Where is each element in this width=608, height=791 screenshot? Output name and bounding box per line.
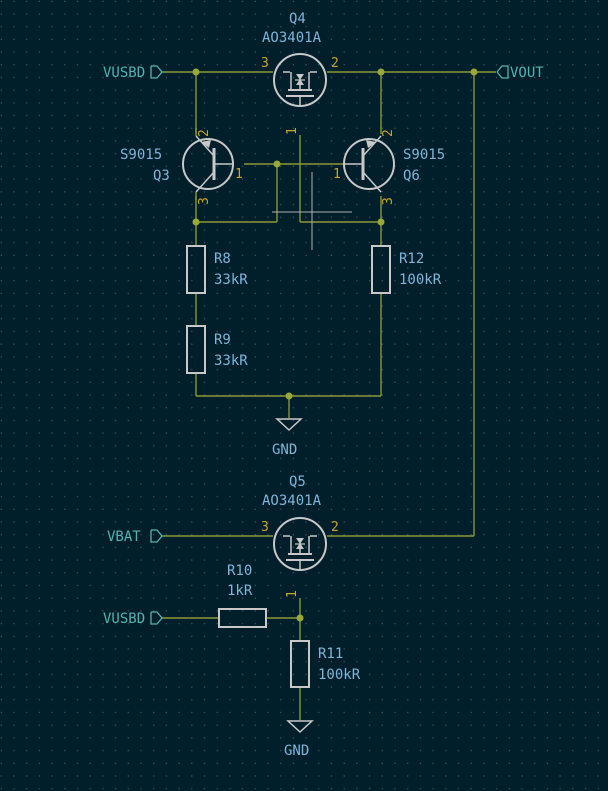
- q3-reference: Q3: [153, 168, 170, 184]
- q4-reference: Q4: [289, 11, 306, 27]
- pin-number: 3: [381, 197, 396, 205]
- pin-number: 3: [197, 197, 212, 205]
- q6-value: S9015: [403, 147, 445, 163]
- net-label-vusbd: VUSBD: [103, 611, 145, 627]
- mosfet-q4[interactable]: Q4 AO3401A 3 2 1: [261, 11, 339, 135]
- gnd-label: GND: [284, 743, 309, 759]
- q3-value: S9015: [120, 147, 162, 163]
- junction-dot: [377, 218, 385, 226]
- resistor-r12[interactable]: R12 100kR: [371, 245, 442, 294]
- junction-dot: [377, 68, 385, 76]
- net-label-vout: VOUT: [510, 65, 544, 81]
- pin-number: 2: [331, 520, 339, 535]
- junction-dot: [285, 392, 293, 400]
- pin-number: 1: [235, 167, 243, 182]
- pin-number: 2: [331, 56, 339, 71]
- transistor-q6[interactable]: S9015 Q6 2 1 3: [333, 129, 445, 205]
- gnd-label: GND: [272, 442, 297, 458]
- resistor-r10[interactable]: R10 1kR: [218, 563, 267, 628]
- gnd-symbol-bottom[interactable]: GND: [284, 720, 314, 759]
- port-vbat[interactable]: VBAT: [107, 529, 163, 545]
- r8-value: 33kR: [214, 272, 248, 288]
- r12-value: 100kR: [399, 272, 442, 288]
- junction-dot: [296, 614, 304, 622]
- wires: [161, 71, 496, 720]
- net-label-vusbd: VUSBD: [103, 65, 145, 81]
- q4-value: AO3401A: [262, 30, 322, 46]
- q6-reference: Q6: [403, 168, 420, 184]
- pin-number: 2: [381, 129, 396, 137]
- junction-dot: [273, 160, 281, 168]
- net-label-vbat: VBAT: [107, 529, 141, 545]
- port-vout[interactable]: VOUT: [496, 65, 544, 81]
- r12-reference: R12: [399, 251, 424, 267]
- r8-reference: R8: [214, 251, 231, 267]
- junctions: [192, 68, 478, 622]
- q5-reference: Q5: [289, 474, 306, 490]
- resistor-r8[interactable]: R8 33kR: [186, 245, 248, 294]
- junction-dot: [470, 68, 478, 76]
- q5-value: AO3401A: [262, 493, 322, 509]
- r11-value: 100kR: [318, 667, 361, 683]
- port-vusbd-top[interactable]: VUSBD: [103, 65, 163, 81]
- pin-number: 3: [261, 520, 269, 535]
- resistor-r11[interactable]: R11 100kR: [290, 640, 361, 688]
- r9-value: 33kR: [214, 353, 248, 369]
- resistor-r9[interactable]: R9 33kR: [186, 325, 248, 374]
- gnd-symbol-top[interactable]: GND: [272, 418, 303, 458]
- pin-number: 1: [333, 167, 341, 182]
- r11-reference: R11: [318, 646, 343, 662]
- junction-dot: [192, 68, 200, 76]
- port-vusbd-bottom[interactable]: VUSBD: [103, 611, 163, 627]
- r10-reference: R10: [227, 563, 252, 579]
- pin-number: 1: [285, 127, 300, 135]
- junction-dot: [192, 218, 200, 226]
- pin-number: 3: [261, 56, 269, 71]
- r10-value: 1kR: [227, 583, 253, 599]
- pin-number: 1: [285, 590, 300, 598]
- transistor-q3[interactable]: S9015 Q3 2 1 3: [120, 128, 243, 205]
- crosshair-cursor-icon: [272, 172, 352, 250]
- r9-reference: R9: [214, 332, 231, 348]
- mosfet-q5[interactable]: Q5 AO3401A 3 2 1: [261, 474, 339, 598]
- pin-number: 2: [197, 129, 212, 137]
